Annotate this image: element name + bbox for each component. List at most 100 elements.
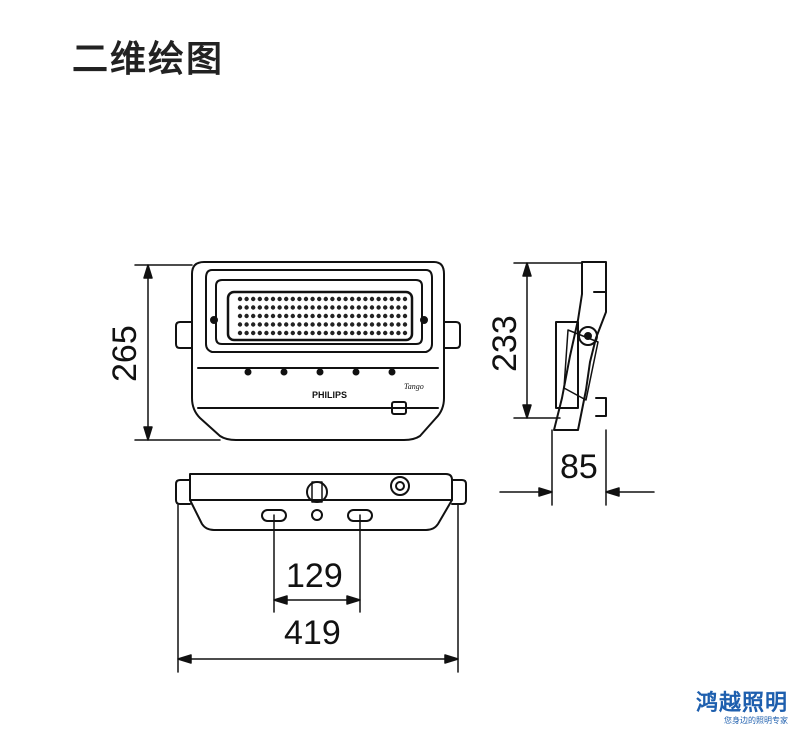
led-dot bbox=[290, 322, 295, 327]
led-dot bbox=[257, 296, 262, 302]
led-dot bbox=[257, 305, 262, 310]
led-dot bbox=[336, 305, 342, 310]
led-dot bbox=[363, 330, 368, 336]
led-dot bbox=[284, 296, 289, 302]
led-dot bbox=[310, 330, 315, 336]
dimension-label-265: 265 bbox=[106, 325, 144, 382]
led-dot bbox=[330, 322, 335, 327]
brand-name: 鸿越照明 bbox=[695, 691, 788, 716]
led-dot bbox=[356, 296, 361, 302]
led-dot bbox=[336, 313, 342, 319]
led-dot bbox=[244, 322, 249, 327]
led-dot bbox=[244, 296, 249, 302]
led-dot bbox=[257, 330, 262, 336]
led-dot bbox=[244, 330, 249, 336]
led-dot bbox=[251, 305, 256, 310]
led-dot bbox=[297, 313, 302, 319]
dimension-label-85: 85 bbox=[560, 448, 598, 486]
led-dot bbox=[363, 296, 368, 302]
led-dot bbox=[290, 330, 295, 336]
led-dot bbox=[264, 313, 269, 319]
led-dot bbox=[396, 305, 401, 310]
led-dot bbox=[396, 296, 401, 302]
led-dot bbox=[284, 330, 289, 336]
led-dot bbox=[330, 313, 335, 319]
led-dot bbox=[323, 296, 328, 302]
led-dot bbox=[290, 305, 295, 310]
led-dot bbox=[323, 313, 328, 319]
led-dot bbox=[323, 330, 328, 336]
led-dot bbox=[277, 313, 282, 319]
led-dot bbox=[389, 322, 394, 327]
led-dot bbox=[303, 305, 309, 310]
led-dot bbox=[330, 296, 335, 302]
led-dot bbox=[297, 330, 302, 336]
led-dot bbox=[350, 313, 355, 319]
dimension-spacing-129 bbox=[273, 514, 361, 613]
led-dot bbox=[350, 305, 355, 310]
logo-text: PHILIPS bbox=[312, 390, 347, 400]
led-dot bbox=[376, 313, 381, 319]
led-dot bbox=[396, 330, 401, 336]
dimension-label-233: 233 bbox=[486, 315, 524, 372]
led-dot bbox=[264, 305, 269, 310]
led-dot bbox=[297, 322, 302, 327]
dimension-height-265 bbox=[134, 264, 221, 441]
led-dot bbox=[402, 322, 408, 327]
led-dot bbox=[356, 313, 361, 319]
led-dot bbox=[343, 330, 348, 336]
led-dot bbox=[277, 305, 282, 310]
led-dot bbox=[343, 322, 348, 327]
dimension-depth-85 bbox=[499, 429, 655, 506]
led-dot bbox=[350, 330, 355, 336]
led-dot bbox=[284, 313, 289, 319]
led-dot bbox=[402, 296, 408, 302]
led-dot bbox=[383, 330, 388, 336]
led-dot bbox=[330, 330, 335, 336]
led-dot bbox=[297, 305, 302, 310]
led-dot bbox=[389, 313, 394, 319]
led-dot bbox=[343, 296, 348, 302]
led-dot bbox=[363, 313, 368, 319]
model-text: Tango bbox=[404, 382, 424, 391]
led-dot bbox=[336, 330, 342, 336]
led-dot bbox=[356, 322, 361, 327]
led-dot bbox=[343, 305, 348, 310]
led-dot bbox=[369, 296, 375, 302]
led-dot bbox=[284, 305, 289, 310]
led-dot bbox=[317, 322, 322, 327]
dimension-label-129: 129 bbox=[286, 557, 343, 595]
led-dot bbox=[389, 330, 394, 336]
led-dot bbox=[336, 322, 342, 327]
led-dot bbox=[363, 305, 368, 310]
led-dot bbox=[237, 305, 243, 310]
led-dot bbox=[270, 313, 276, 319]
led-dot bbox=[369, 305, 375, 310]
led-dot bbox=[376, 296, 381, 302]
led-dot bbox=[277, 322, 282, 327]
led-dot bbox=[389, 296, 394, 302]
led-dot bbox=[402, 330, 408, 336]
led-dot bbox=[317, 296, 322, 302]
led-dot bbox=[303, 296, 309, 302]
led-dot bbox=[303, 313, 309, 319]
led-dot bbox=[356, 330, 361, 336]
led-dot bbox=[303, 322, 309, 327]
led-dot bbox=[257, 322, 262, 327]
led-dot bbox=[251, 330, 256, 336]
led-dot bbox=[251, 313, 256, 319]
led-dot bbox=[402, 305, 408, 310]
bottom-view bbox=[175, 473, 467, 531]
led-dot bbox=[396, 313, 401, 319]
led-dot bbox=[369, 322, 375, 327]
led-dot bbox=[284, 322, 289, 327]
led-dot bbox=[323, 305, 328, 310]
led-dot bbox=[389, 305, 394, 310]
led-dot bbox=[270, 296, 276, 302]
brand-logo: 鸿越照明 您身边的照明专家 bbox=[696, 685, 788, 726]
dimension-label-419: 419 bbox=[284, 614, 341, 652]
led-dot bbox=[270, 305, 276, 310]
dimension-height-233 bbox=[513, 262, 583, 419]
led-dot bbox=[277, 330, 282, 336]
led-dot bbox=[290, 296, 295, 302]
